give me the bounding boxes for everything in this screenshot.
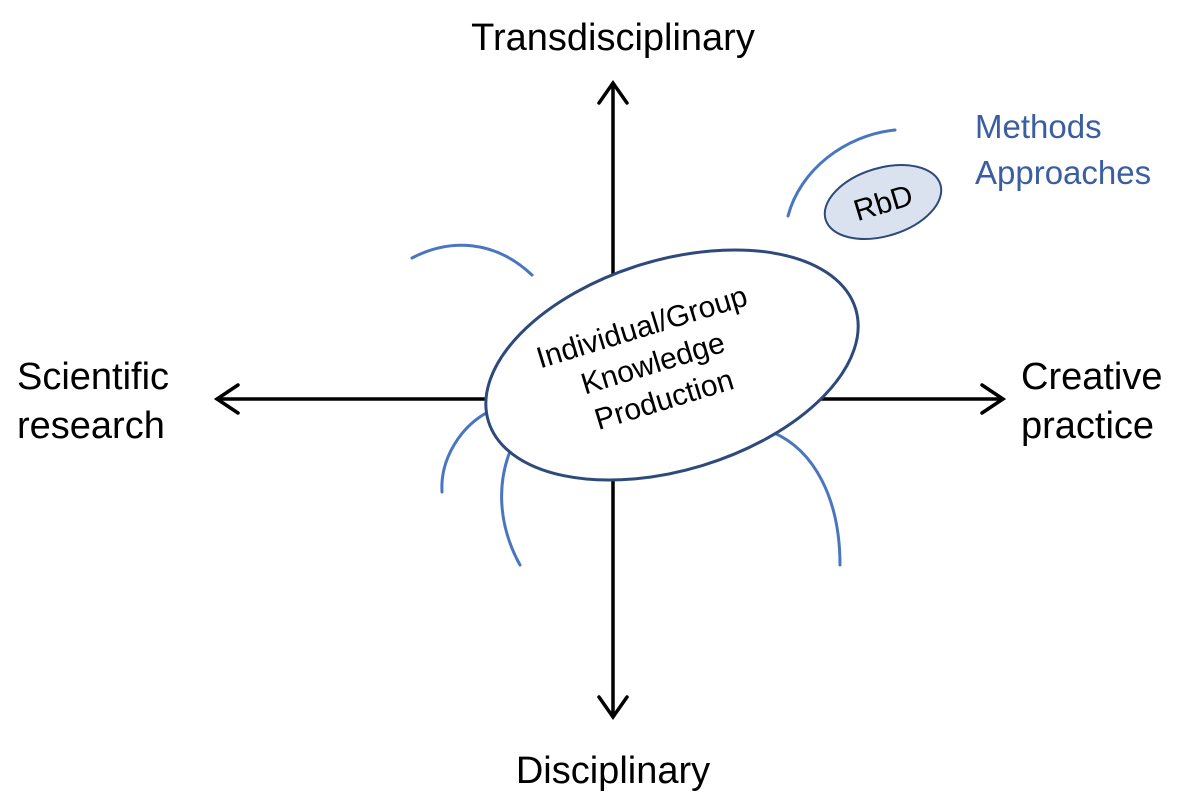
knowledge-production-ellipse: [484, 248, 860, 482]
right-arrowhead: [980, 383, 1007, 415]
tentacles: [410, 128, 897, 567]
methods-label: Methods: [975, 108, 1102, 145]
left-axis-label-line-2: research: [17, 405, 165, 447]
left-axis-label-line-1: Scientific: [17, 356, 169, 398]
tentacle-upper-right: [786, 128, 897, 218]
top-axis-label: Transdisciplinary: [471, 17, 755, 59]
bottom-arrowhead: [597, 695, 629, 721]
right-axis-label-line-2: practice: [1021, 405, 1154, 447]
right-axis-label-line-1: Creative: [1021, 356, 1163, 398]
approaches-label: Approaches: [975, 154, 1151, 191]
left-arrowhead: [213, 383, 240, 415]
tentacle-upper-left: [410, 243, 534, 277]
rbd-ellipse: [823, 164, 943, 240]
tentacle-lower-left-inner: [500, 438, 522, 567]
tentacle-lower-right: [770, 430, 842, 567]
top-arrowhead: [597, 79, 629, 105]
bottom-axis-label: Disciplinary: [516, 750, 710, 792]
tentacle-lower-left-outer: [440, 408, 494, 494]
